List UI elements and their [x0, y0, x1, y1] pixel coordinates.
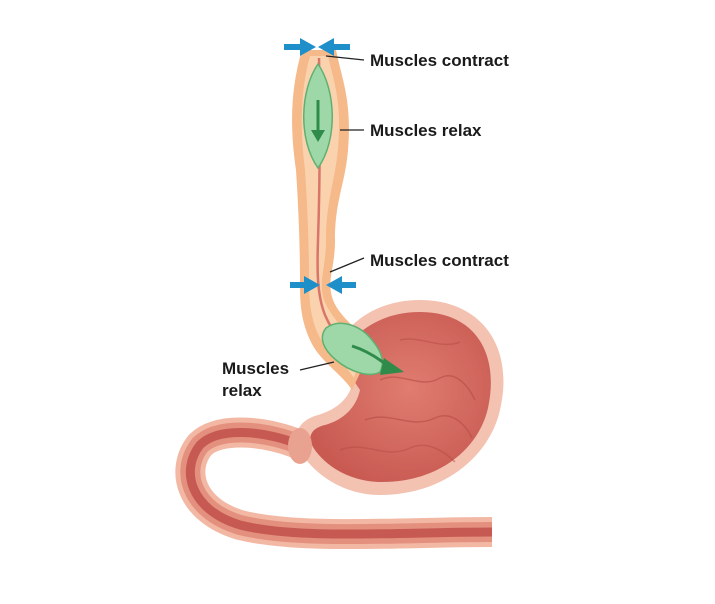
leader-lines [299, 55, 365, 371]
arrow-icon [318, 38, 350, 56]
bolus-lower [321, 322, 404, 376]
down-arrow-icon [311, 100, 325, 142]
intestine [175, 417, 493, 550]
arrow-icon [326, 276, 356, 294]
label-lower-relax-line1: Muscles [222, 359, 289, 378]
arrow-icon [284, 38, 316, 56]
label-lower-relax-line2: relax [222, 381, 262, 400]
arrow-icon [290, 276, 320, 294]
label-top-relax: Muscles relax [370, 121, 482, 140]
bolus-upper [303, 62, 333, 170]
label-top-contract: Muscles contract [370, 51, 509, 70]
bolus-direction-arrow [351, 344, 404, 375]
label-mid-contract: Muscles contract [370, 251, 509, 270]
